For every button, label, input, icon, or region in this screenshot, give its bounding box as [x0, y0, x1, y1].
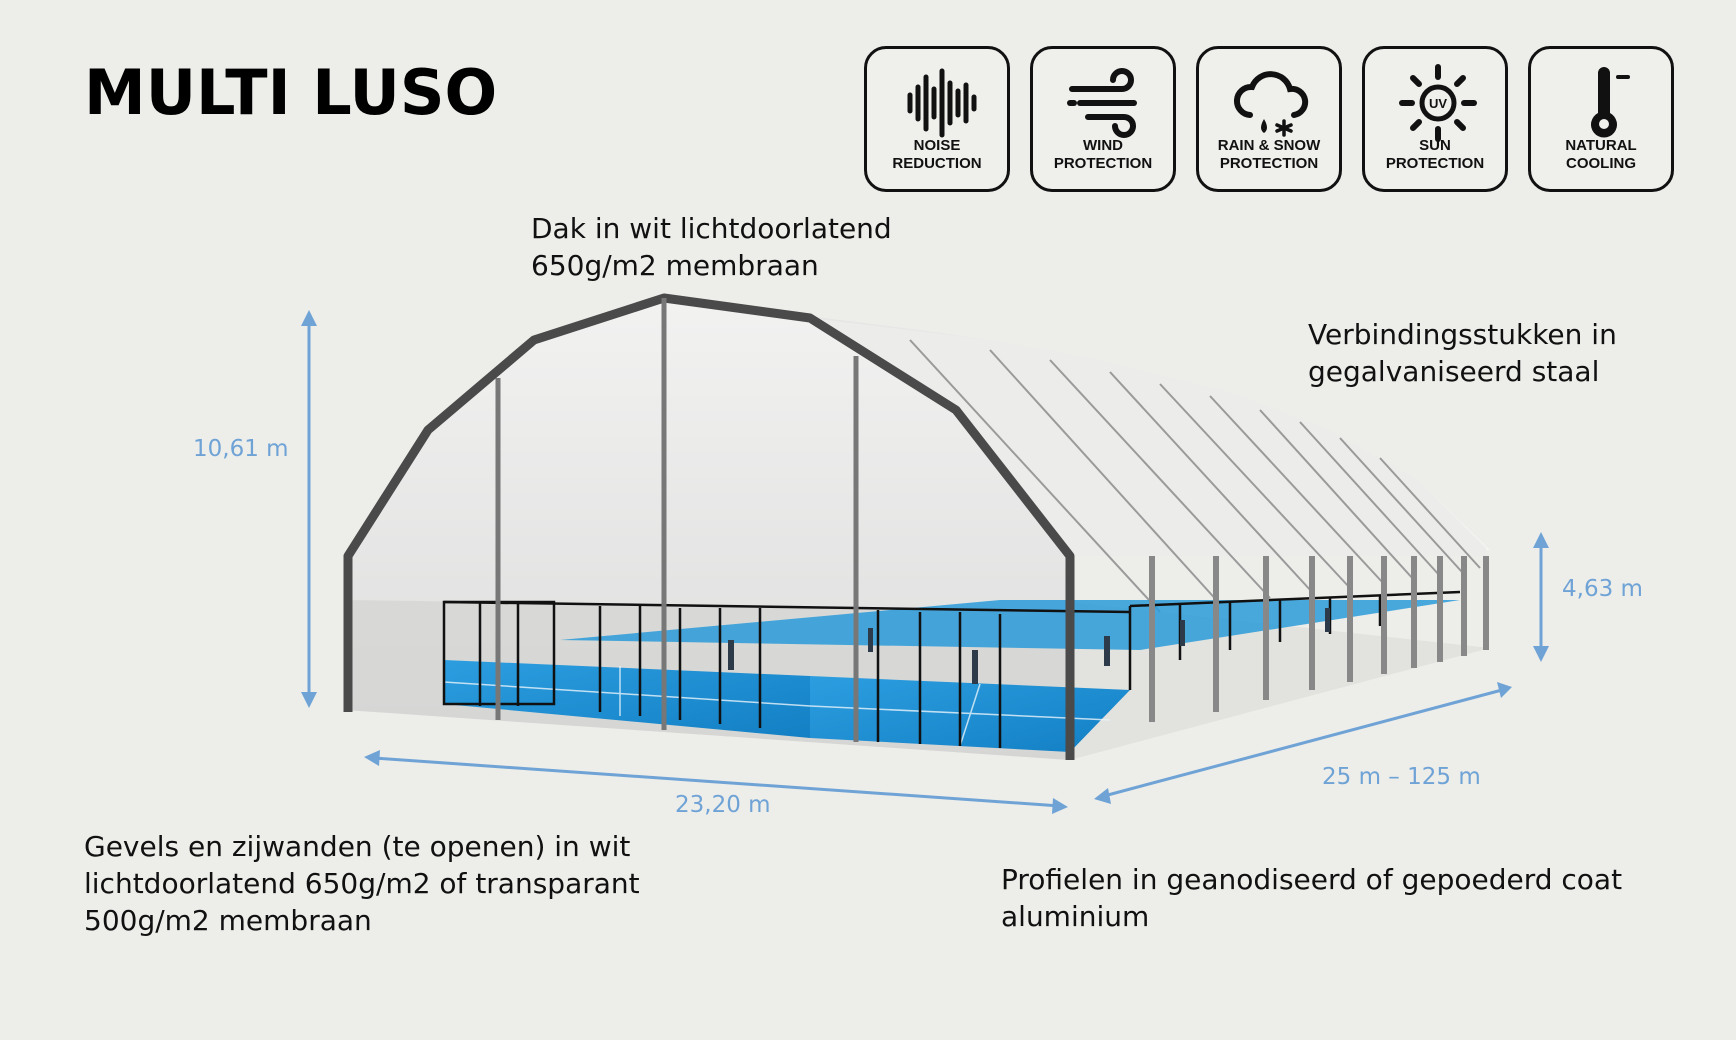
feature-label: RAIN & SNOW PROTECTION: [1217, 137, 1321, 172]
soundwave-icon: [907, 68, 977, 138]
side-roof-ribs: [909, 339, 1481, 613]
width-dimension-label: 23,20 m: [675, 792, 771, 818]
feature-sun-protection: UV SUN PROTECTION: [1362, 46, 1508, 192]
feature-badges: NOISE REDUCTION WIND PROTECTION RAIN & S…: [864, 46, 1680, 198]
thermometer-icon: [1591, 67, 1630, 138]
feature-label: NATURAL COOLING: [1565, 137, 1637, 172]
feature-wind-protection: WIND PROTECTION: [1030, 46, 1176, 192]
feature-rain-snow-protection: RAIN & SNOW PROTECTION: [1196, 46, 1342, 192]
court-back: [560, 600, 1460, 650]
sun-uv-icon: UV: [1399, 64, 1477, 142]
length-dimension-label: 25 m – 125 m: [1322, 764, 1481, 790]
side-roof-edge: [810, 318, 1486, 556]
feature-label: SUN PROTECTION: [1385, 137, 1485, 172]
feature-label: NOISE REDUCTION: [892, 137, 982, 172]
cloud-rain-snow-icon: [1233, 71, 1309, 137]
profiles-note: Profielen in geanodiseerd of gepoederd c…: [1001, 863, 1623, 933]
court-front-left: [444, 660, 810, 738]
side-height-dimension-label: 4,63 m: [1562, 576, 1643, 602]
front-posts: [495, 298, 859, 742]
side-posts: [1149, 556, 1489, 722]
roof-note: Dak in wit lichtdoorlatend 650g/m2 membr…: [531, 212, 892, 282]
feature-natural-cooling: NATURAL COOLING: [1528, 46, 1674, 192]
feature-label: WIND PROTECTION: [1053, 137, 1153, 172]
connectors-note: Verbindingsstukken in gegalvaniseerd sta…: [1308, 318, 1617, 388]
wind-icon: [1067, 68, 1137, 138]
feature-noise-reduction: NOISE REDUCTION: [864, 46, 1010, 192]
walls-note: Gevels en zijwanden (te openen) in wit l…: [84, 830, 640, 937]
height-dimension-label: 10,61 m: [193, 436, 289, 462]
padel-courts: [442, 590, 1461, 752]
page-title: MULTI LUSO: [84, 56, 498, 129]
svg-text:UV: UV: [1429, 96, 1447, 111]
dimension-arrows: [301, 310, 1549, 814]
